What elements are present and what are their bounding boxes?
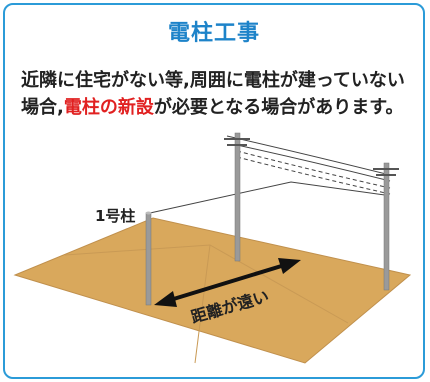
info-card: 電柱工事 近隣に住宅がない等,周囲に電柱が建っていない場合,電柱の新設が必要とな… xyxy=(3,3,425,379)
pole-illustration: 距離が遠い xyxy=(13,132,412,364)
existing-pole-2 xyxy=(383,162,390,291)
pole-label: 1号柱 xyxy=(95,207,136,225)
wire-dashed-2 xyxy=(236,156,391,195)
new-pole-top xyxy=(145,211,152,215)
existing-pole-1 xyxy=(234,132,241,262)
distance-arrow-line xyxy=(166,262,289,303)
wire-top xyxy=(226,135,391,176)
distance-arrow-head-left xyxy=(154,291,177,307)
wire-new-pole xyxy=(149,181,386,214)
description-emphasis: 電柱の新設 xyxy=(63,97,154,118)
distance-arrow-head-right xyxy=(278,258,301,274)
new-pole xyxy=(145,212,152,306)
wire-upper xyxy=(236,144,391,182)
card-description: 近隣に住宅がない等,周囲に電柱が建っていない場合,電柱の新設が必要となる場合があ… xyxy=(21,67,416,121)
description-text-1: 近隣に住宅がない等,周囲に電柱が建っていない場合, xyxy=(21,70,405,118)
ground-fold-line-2 xyxy=(194,244,211,364)
ground-plane xyxy=(13,217,412,364)
description-text-2: が必要となる場合があります。 xyxy=(153,97,404,118)
pole-1-crossarm-2 xyxy=(227,144,247,146)
pole-1-crossarm xyxy=(224,138,250,140)
pole-2-crossarm xyxy=(373,168,399,170)
wire-dashed-1 xyxy=(236,150,391,189)
pole-2-crossarm-2 xyxy=(376,174,396,176)
card-title: 電柱工事 xyxy=(167,21,260,46)
